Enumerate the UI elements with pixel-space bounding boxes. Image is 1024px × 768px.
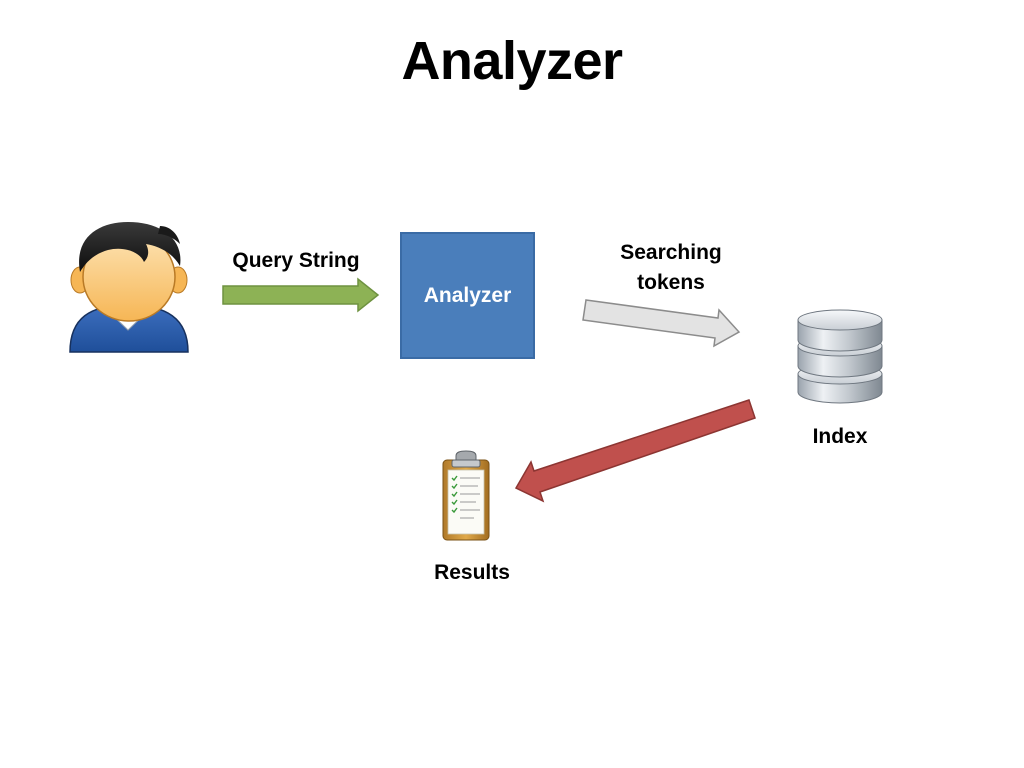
analyzer-box-label: Analyzer xyxy=(423,283,512,307)
user-icon xyxy=(69,222,189,353)
results-arrow xyxy=(514,399,756,503)
searching-tokens-label-line2: tokens xyxy=(637,271,705,294)
searching-tokens-label-line1: Searching xyxy=(620,241,722,264)
searching-tokens-label: Searching tokens xyxy=(596,238,746,298)
index-label: Index xyxy=(812,425,868,448)
results-label: Results xyxy=(434,561,510,584)
searching-tokens-arrow xyxy=(582,299,741,348)
clipboard-icon xyxy=(442,450,490,541)
database-icon xyxy=(797,309,883,404)
query-string-label: Query String xyxy=(232,249,360,272)
slide-title: Analyzer xyxy=(401,31,623,91)
query-string-arrow xyxy=(222,277,380,313)
analyzer-box: Analyzer xyxy=(400,232,535,359)
